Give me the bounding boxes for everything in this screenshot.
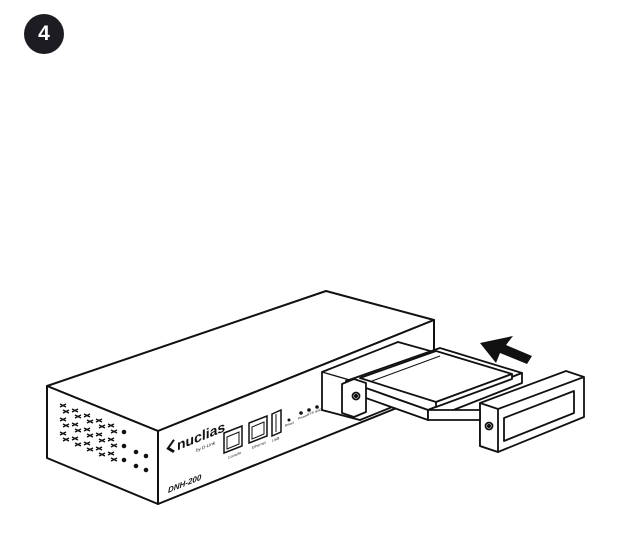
led-label-ssd: SSD <box>315 407 322 414</box>
step-number-badge: 4 <box>24 14 64 54</box>
port-label-usb: USB <box>272 436 280 443</box>
port-label-ethernet: Ethernet <box>252 440 266 450</box>
ventilation-grille <box>59 403 149 473</box>
led-label-sys: SYS <box>307 410 314 417</box>
arrow-icon <box>480 336 532 364</box>
led-label-power: Power <box>298 413 308 421</box>
chevron-left-icon <box>166 439 175 453</box>
ssd-tray <box>341 347 585 453</box>
led-label-reset: Reset <box>285 421 294 428</box>
led-indicators <box>287 405 319 422</box>
port-label-console: Console <box>228 451 241 460</box>
port-panel <box>223 408 282 455</box>
